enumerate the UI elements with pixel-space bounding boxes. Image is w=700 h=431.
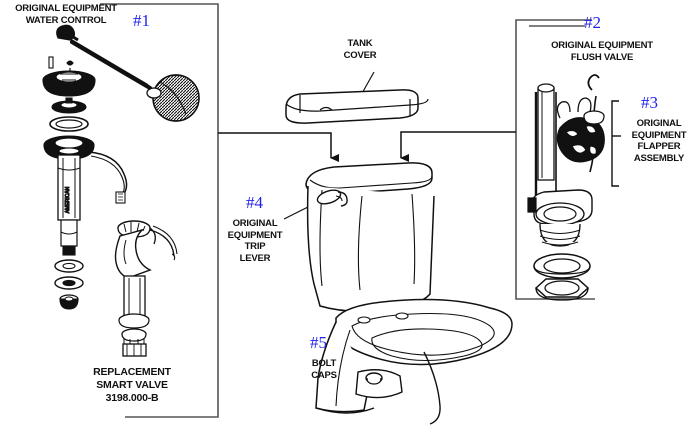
float-ball [146,74,200,122]
callout-3-label: ORIGINAL EQUIPMENT FLAPPER ASSEMBLY [631,118,687,164]
o-ring [49,116,89,132]
valve-shank: AMERICAN [57,154,81,221]
tank-cover-artwork [285,89,429,124]
connector-left-to-tank [218,132,339,162]
toilet-artwork [305,162,513,425]
callout-2-number: #2 [584,13,601,32]
shank-washer-stack [54,259,84,310]
callout-1-number: #1 [133,11,150,30]
replacement-part-label: REPLACEMENT SMART VALVE 3198.000-B [93,366,171,404]
smart-valve-artwork [114,220,178,357]
valve-body [43,135,95,160]
flush-valve-locknut [534,278,590,301]
callout-2-label: ORIGINAL EQUIPMENT FLUSH VALVE [551,40,653,63]
connector-right-to-tank [400,131,516,162]
trip-lever [316,189,348,207]
flapper-bracket [611,100,619,187]
valve-bonnet [42,70,96,97]
diaphragm-seal [51,97,87,114]
callout-4-number: #4 [246,193,263,212]
flush-valve-gasket [533,253,591,279]
callout-5-number: #5 [310,333,327,352]
callout-5-label: BOLT CAPS [311,358,337,381]
callout-1-label: ORIGINAL EQUIPMENT WATER CONTROL [15,3,117,26]
water-control-artwork: AMERICAN [42,24,200,357]
flush-valve-artwork [527,74,605,301]
flapper [556,97,605,163]
tank-cover-label: TANK COVER [343,38,377,61]
refill-tube [87,151,128,197]
callout-4-label: ORIGINAL EQUIPMENT TRIP LEVER [227,218,283,264]
callout-3-number: #3 [641,93,658,112]
flush-valve-panel-border [515,19,595,300]
water-control-panel-border [100,3,219,418]
svg-text:AMERICAN: AMERICAN [65,186,71,213]
flush-valve-body [527,189,593,247]
